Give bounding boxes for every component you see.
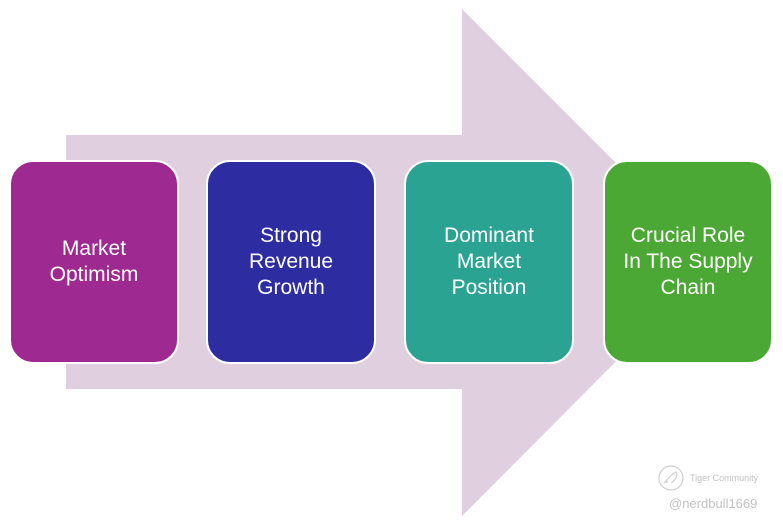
step-label: Market Optimism <box>49 237 139 286</box>
watermark: Tiger Community @nerdbull1669 <box>656 463 776 519</box>
step-market-optimism: Market Optimism <box>9 160 179 364</box>
arrow-shape <box>66 9 715 516</box>
watermark-brand: Tiger Community <box>690 473 759 483</box>
watermark-user: @nerdbull1669 <box>669 496 758 511</box>
tiger-community-logo-icon <box>658 465 684 491</box>
step-label: Crucial Role In The Supply Chain <box>623 224 753 299</box>
step-crucial-role-supply-chain: Crucial Role In The Supply Chain <box>603 160 773 364</box>
step-dominant-market-position: Dominant Market Position <box>404 160 574 364</box>
step-strong-revenue-growth: Strong Revenue Growth <box>206 160 376 364</box>
step-label: Strong Revenue Growth <box>248 224 334 299</box>
step-label: Dominant Market Position <box>444 224 534 299</box>
